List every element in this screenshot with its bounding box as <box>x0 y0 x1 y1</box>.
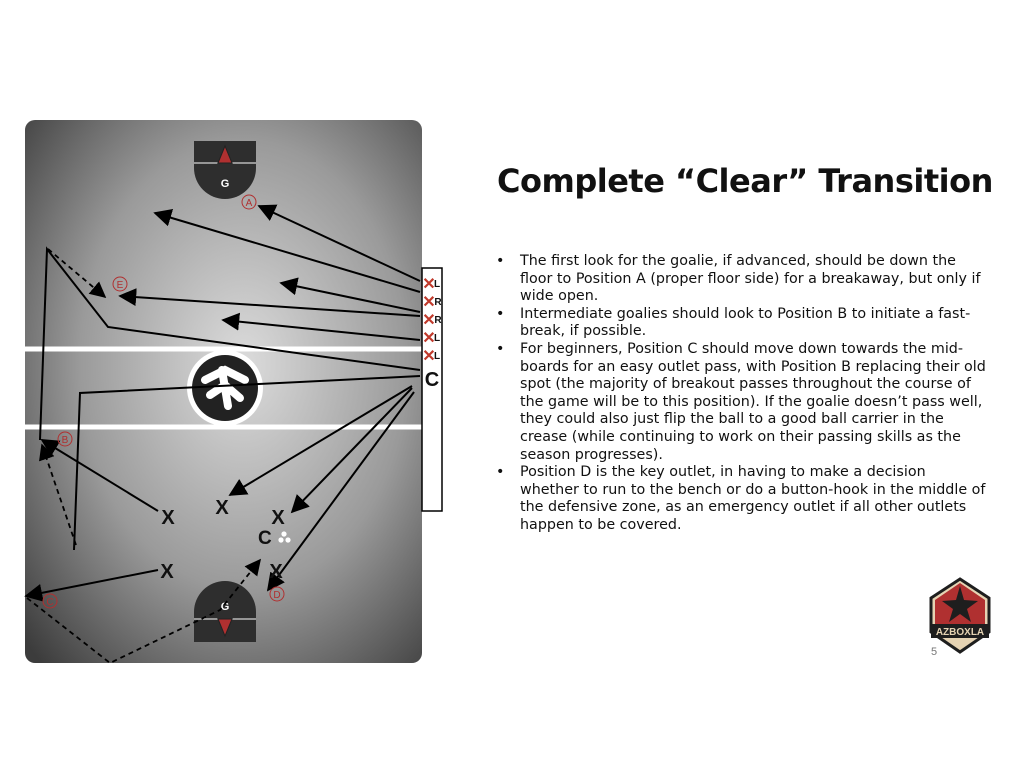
svg-text:✕: ✕ <box>422 276 435 293</box>
position-c-label: C <box>46 597 53 608</box>
top-goalie-label: G <box>221 178 230 190</box>
bench-label: L <box>434 333 440 344</box>
player-marks: X X X X X <box>160 497 285 583</box>
coach-with-balls: C <box>258 528 291 549</box>
position-labels: A B C D E <box>42 194 285 609</box>
player-x: X <box>271 507 285 529</box>
azboxla-logo: AZBOXLA <box>929 577 991 654</box>
bottom-goalie-label: G <box>221 601 230 613</box>
player-x: X <box>161 507 175 529</box>
logo-text: AZBOXLA <box>936 627 984 638</box>
position-a-label: A <box>246 198 253 209</box>
bench-label: L <box>434 279 440 290</box>
svg-text:✕: ✕ <box>422 312 435 329</box>
position-b-label: B <box>62 435 69 446</box>
player-x: X <box>215 497 229 519</box>
bullet-item: The first look for the goalie, if advanc… <box>496 253 986 306</box>
svg-text:✕: ✕ <box>422 294 435 311</box>
bullet-item: For beginners, Position C should move do… <box>496 341 986 464</box>
position-e-label: E <box>117 280 124 291</box>
bench-label-coach: C <box>425 369 439 391</box>
bench-players: ✕ ✕ ✕ ✕ ✕ L R R L L C <box>422 276 442 391</box>
movement-arrows <box>26 248 262 665</box>
bottom-goal-crease: G <box>194 581 256 642</box>
svg-text:✕: ✕ <box>422 330 435 347</box>
player-x: X <box>160 561 174 583</box>
bench-label: R <box>434 297 442 308</box>
pass-arrows <box>24 204 421 602</box>
svg-text:✕: ✕ <box>422 348 435 365</box>
slide-title: Complete “Clear” Transition <box>497 162 993 200</box>
bench-area <box>421 267 443 512</box>
svg-text:C: C <box>258 528 272 549</box>
bullet-item: Intermediate goalies should look to Posi… <box>496 306 986 341</box>
position-d-label: D <box>273 590 280 601</box>
bench-label: R <box>434 315 442 326</box>
bullet-list: The first look for the goalie, if advanc… <box>496 253 986 535</box>
bullet-item: Position D is the key outlet, in having … <box>496 464 986 534</box>
center-logo <box>187 350 263 426</box>
player-x: X <box>269 561 283 583</box>
top-goal-crease: G <box>194 141 256 199</box>
bench-label: L <box>434 351 440 362</box>
page-number: 5 <box>931 646 938 658</box>
